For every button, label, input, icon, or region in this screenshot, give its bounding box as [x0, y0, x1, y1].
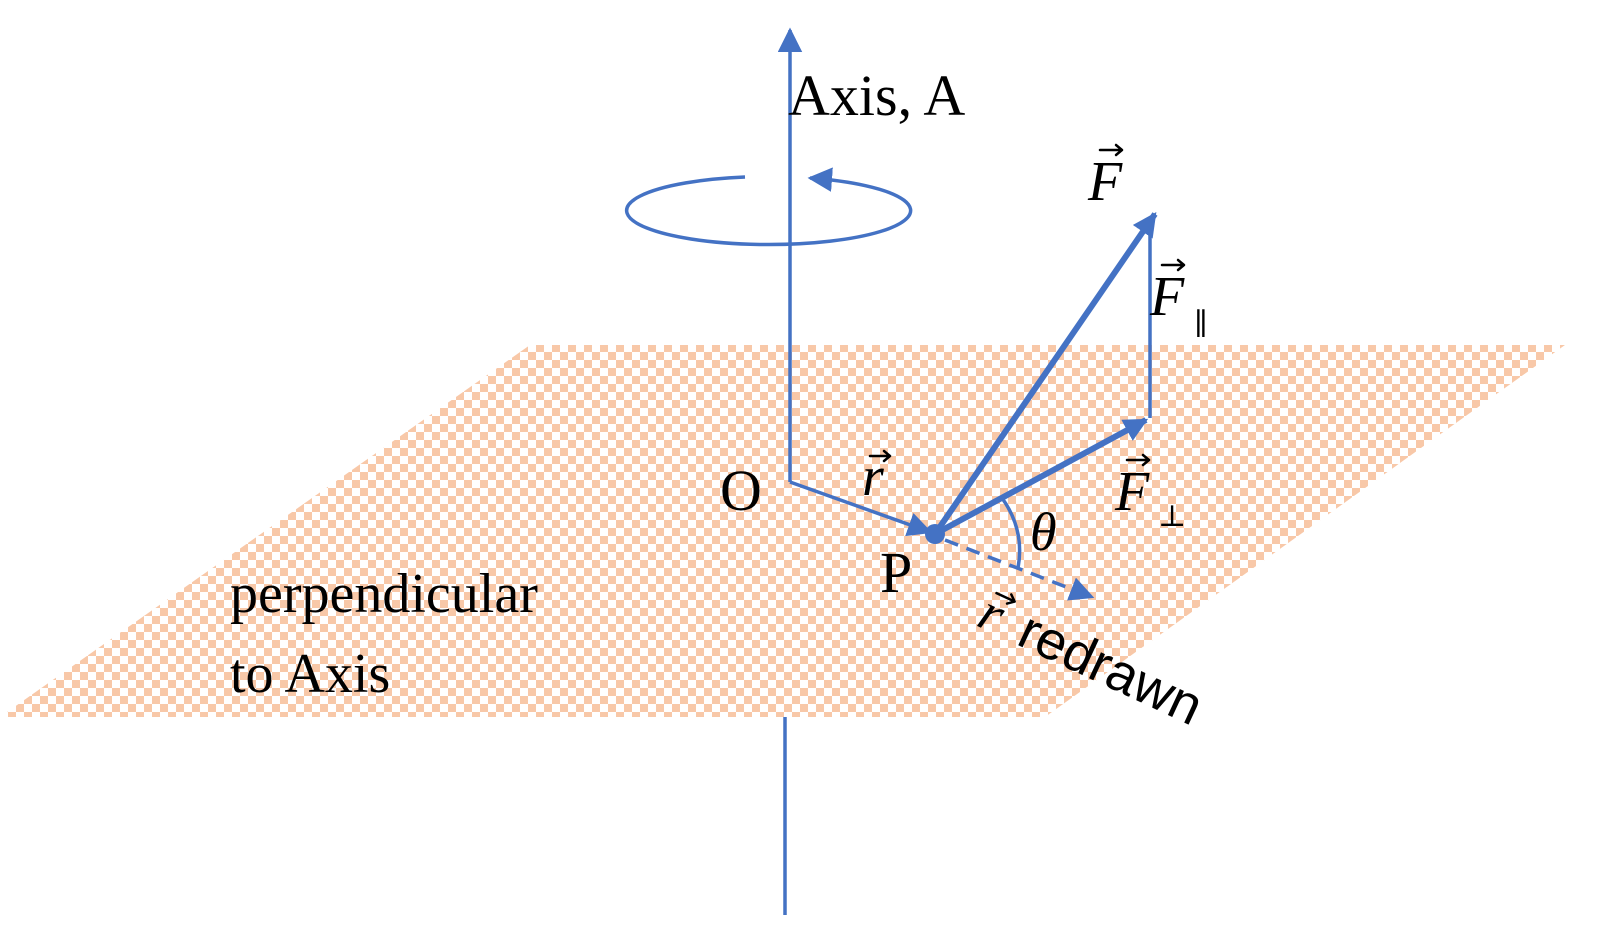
vector-arrow-icon	[1125, 453, 1151, 467]
vector-arrow-icon	[1098, 143, 1124, 157]
origin-label: O	[720, 458, 762, 523]
svg-text:r: r	[862, 446, 884, 508]
point-p-dot	[925, 524, 945, 544]
r-label: r	[862, 446, 892, 508]
rotation-arrow	[624, 167, 913, 247]
plane-label-line2: to Axis	[230, 643, 390, 705]
perp-subscript: ⊥	[1158, 499, 1186, 534]
vector-arrow-icon	[868, 449, 892, 463]
perpendicular-plane	[0, 345, 1565, 717]
point-label: P	[880, 540, 912, 605]
axis-label: Axis, A	[788, 63, 965, 128]
svg-text:F: F	[1114, 461, 1150, 523]
theta-arc	[1000, 496, 1022, 569]
vector-arrow-icon	[1160, 258, 1186, 272]
force-label: F	[1087, 143, 1124, 213]
r-redrawn-vector	[944, 538, 1095, 601]
theta-label: θ	[1030, 502, 1057, 562]
f-parallel-label: F ∥	[1149, 258, 1208, 342]
f-perp-label: F ⊥	[1114, 453, 1186, 534]
f-perp-vector	[933, 417, 1149, 537]
vector-arrow-icon	[995, 591, 1016, 605]
force-vector	[932, 212, 1158, 536]
svg-text:F: F	[1149, 266, 1185, 328]
svg-text:F: F	[1087, 151, 1123, 213]
plane-label-line1: perpendicular	[230, 563, 538, 625]
parallel-subscript: ∥	[1194, 307, 1208, 342]
r-vector	[789, 480, 933, 537]
